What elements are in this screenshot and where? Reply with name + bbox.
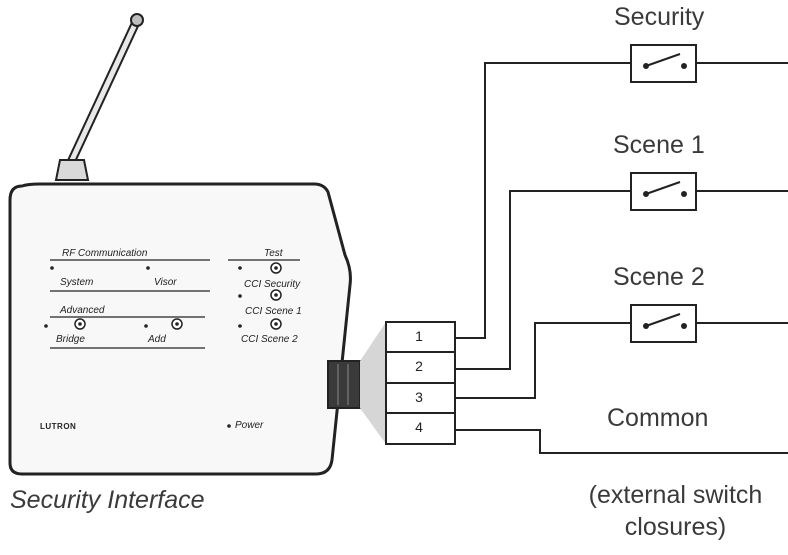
terminal-1: 1	[415, 328, 423, 344]
connector-wedge	[360, 322, 386, 444]
wires	[455, 62, 788, 454]
terminal-2: 2	[415, 358, 423, 374]
panel-rf-communication: RF Communication	[62, 248, 148, 259]
wire-3	[455, 322, 788, 399]
label-common: Common	[607, 404, 709, 432]
panel-visor: Visor	[154, 277, 177, 288]
panel-advanced: Advanced	[60, 305, 105, 316]
add-button-icon	[171, 318, 183, 330]
switch-security-icon	[630, 44, 697, 83]
label-security: Security	[614, 3, 705, 31]
device-body	[8, 182, 352, 476]
wire-1	[455, 62, 788, 339]
label-scene-2: Scene 2	[613, 263, 705, 291]
panel-system: System	[60, 277, 94, 288]
panel-power: Power	[235, 420, 264, 431]
label-scene-1: Scene 1	[613, 131, 705, 159]
antenna-icon	[54, 13, 144, 181]
panel-cci-scene1: CCI Scene 1	[245, 306, 302, 317]
device-connector	[327, 360, 361, 409]
panel-bridge: Bridge	[56, 334, 85, 345]
terminal-block	[385, 321, 456, 445]
terminal-3: 3	[415, 389, 423, 405]
device-caption: Security Interface	[10, 486, 205, 514]
panel-cci-security: CCI Security	[244, 279, 301, 290]
bridge-button-icon	[74, 318, 86, 330]
switch-scene1-icon	[630, 172, 697, 211]
external-note-line2: closures)	[624, 513, 727, 541]
panel-cci-scene2: CCI Scene 2	[241, 334, 298, 345]
test-scene1-button-icon	[270, 289, 282, 301]
test-scene2-button-icon	[270, 318, 282, 330]
brand-logo: LUTRON	[40, 422, 77, 431]
test-security-button-icon	[270, 262, 282, 274]
panel-test: Test	[264, 248, 283, 259]
wire-4	[455, 429, 788, 454]
terminal-4: 4	[415, 419, 423, 435]
panel-add: Add	[148, 334, 166, 345]
external-note-line1: (external switch	[588, 481, 763, 509]
switch-scene2-icon	[630, 304, 697, 343]
